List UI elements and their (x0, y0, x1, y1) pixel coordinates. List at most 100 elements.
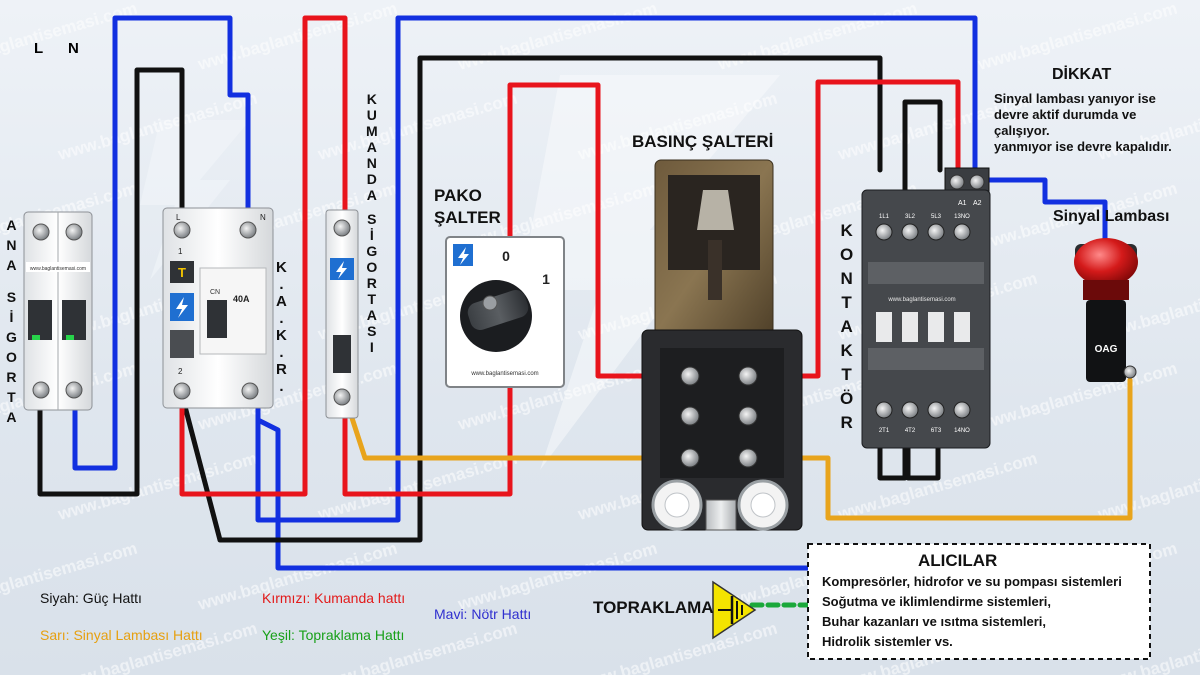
rotary-switch[interactable]: 0 1 www.baglantisemasi.com (445, 236, 565, 388)
terminal-screw-icon (680, 406, 700, 426)
vertical-label-letter: G (6, 329, 17, 345)
vertical-label-letter: T (841, 293, 852, 312)
terminal-screw-icon (969, 174, 985, 190)
terminal-screw-icon (953, 223, 971, 241)
watermark-text: www.baglantisemasi.com (1095, 449, 1200, 524)
alicilar-item-2: Soğutma ve iklimlendirme sistemleri, (822, 594, 1052, 609)
rcd-device[interactable]: L N 1 T CN 40A 2 (162, 207, 274, 409)
vertical-label-letter: S (367, 323, 377, 339)
vertical-label-letter: I (369, 339, 374, 355)
vertical-label-letter: K (366, 91, 377, 107)
main-breaker[interactable]: www.baglantisemasi.com (23, 211, 93, 411)
vertical-label-letter: M (366, 123, 378, 139)
rcd-terminal-l: L (176, 213, 181, 222)
vertical-label-letter: T (367, 291, 377, 307)
dikkat-line-1: Sinyal lambası yanıyor ise (994, 91, 1156, 106)
watermark-text: www.baglantisemasi.com (0, 0, 139, 74)
contactor-terminal-label: 2T1 (879, 428, 890, 434)
vertical-label-letter: R (366, 275, 377, 291)
label-pako: PAKO (434, 186, 482, 205)
rcd-terminal-2: 2 (178, 367, 183, 376)
power-wire-left-loop (37, 67, 185, 497)
watermark-text: www.baglantisemasi.com (575, 619, 779, 675)
vertical-label-letter: A (276, 293, 287, 310)
vertical-label-letter: G (366, 243, 378, 259)
vertical-label-letter: R (840, 413, 853, 432)
vertical-label-letter: R (276, 361, 287, 378)
signal-wire-left (349, 415, 693, 461)
dikkat-title: DİKKAT (1052, 66, 1112, 83)
vertical-label-letter: D (366, 171, 377, 187)
vertical-label-letter: A (6, 217, 17, 233)
vertical-label-letter: T (7, 389, 16, 405)
neutral-wire-alicilar (255, 417, 815, 571)
dikkat-line-3: çalışıyor. (994, 123, 1050, 138)
vertical-label-letter: A (366, 139, 377, 155)
vertical-label-letter: A (6, 409, 17, 425)
vertical-label-letter: Ö (840, 389, 854, 408)
terminal-screw-icon (239, 221, 257, 239)
contactor-terminal-label: 1L1 (879, 214, 890, 220)
control-fuse-toggle[interactable] (333, 335, 351, 373)
watermark-text: www.baglantisemasi.com (55, 449, 259, 524)
lightning-bolt-icon (176, 297, 188, 318)
terminal-screw-icon (333, 388, 351, 406)
label-n: N (68, 40, 79, 57)
watermark-text: www.baglantisemasi.com (975, 359, 1179, 434)
vertical-label-letter: A (6, 257, 17, 273)
terminal-screw-icon (680, 366, 700, 386)
vertical-label-letter: T (841, 365, 852, 384)
vertical-label-letter: O (840, 245, 854, 264)
terminal-screw-icon (680, 448, 700, 468)
terminal-screw-icon (927, 223, 945, 241)
label-kakr: K.A.K.R. (276, 260, 287, 394)
label-salter: ŞALTER (434, 208, 501, 227)
rcd-rating: 40A (233, 294, 250, 304)
terminal-screw-icon (901, 401, 919, 419)
signal-lamp[interactable]: OAG (1074, 238, 1138, 382)
vertical-label-letter: U (366, 107, 377, 123)
vertical-label-letter: K (276, 327, 287, 344)
vertical-label-letter: A (840, 317, 853, 336)
alicilar-item-4: Hidrolik sistemler vs. (822, 634, 953, 649)
legend-blue: Mavi: Nötr Hattı (434, 606, 532, 622)
rcd-test-button[interactable]: T (178, 265, 186, 280)
vertical-label-letter: N (366, 155, 377, 171)
label-sinyal-lambasi: Sinyal Lambası (1053, 208, 1170, 225)
terminal-screw-icon (949, 174, 965, 190)
label-l: L (34, 40, 44, 57)
rcd-cn-label: CN (210, 289, 220, 296)
vertical-label-letter: . (279, 378, 284, 395)
lamp-brand-text: OAG (1095, 344, 1118, 355)
terminal-screw-icon (173, 221, 191, 239)
legend-yellow: Sarı: Sinyal Lambası Hattı (40, 627, 203, 643)
watermark-text: www.baglantisemasi.com (455, 0, 659, 74)
vertical-label-letter: K (840, 341, 853, 360)
vertical-label-letter: . (279, 344, 284, 361)
rcd-toggle[interactable] (207, 300, 227, 338)
breaker-toggle-right[interactable] (62, 300, 86, 340)
terminal-screw-icon (738, 366, 758, 386)
breaker-toggle-left[interactable] (28, 300, 52, 340)
terminal-screw-icon (32, 381, 50, 399)
breaker-brand-text: www.baglantisemasi.com (30, 266, 86, 272)
vertical-label-letter: N (840, 269, 853, 288)
vertical-label-letter: A (366, 187, 377, 203)
vertical-label-letter: A (366, 307, 377, 323)
control-fuse[interactable] (325, 209, 359, 419)
alicilar-box (807, 543, 1151, 660)
pressure-switch[interactable] (641, 159, 803, 531)
terminal-screw-icon (738, 406, 758, 426)
vertical-label-letter: İ (369, 227, 374, 243)
dikkat-line-2: devre aktif durumda ve (994, 107, 1137, 122)
vertical-label-letter: . (279, 310, 284, 327)
dikkat-line-4: yanmıyor ise devre kapalıdır. (994, 139, 1172, 154)
alicilar-title: ALICILAR (918, 551, 998, 570)
pako-brand-text: www.baglantisemasi.com (470, 371, 538, 377)
power-wire-contactor-out (905, 417, 941, 481)
watermark-text: www.baglantisemasi.com (975, 0, 1179, 74)
